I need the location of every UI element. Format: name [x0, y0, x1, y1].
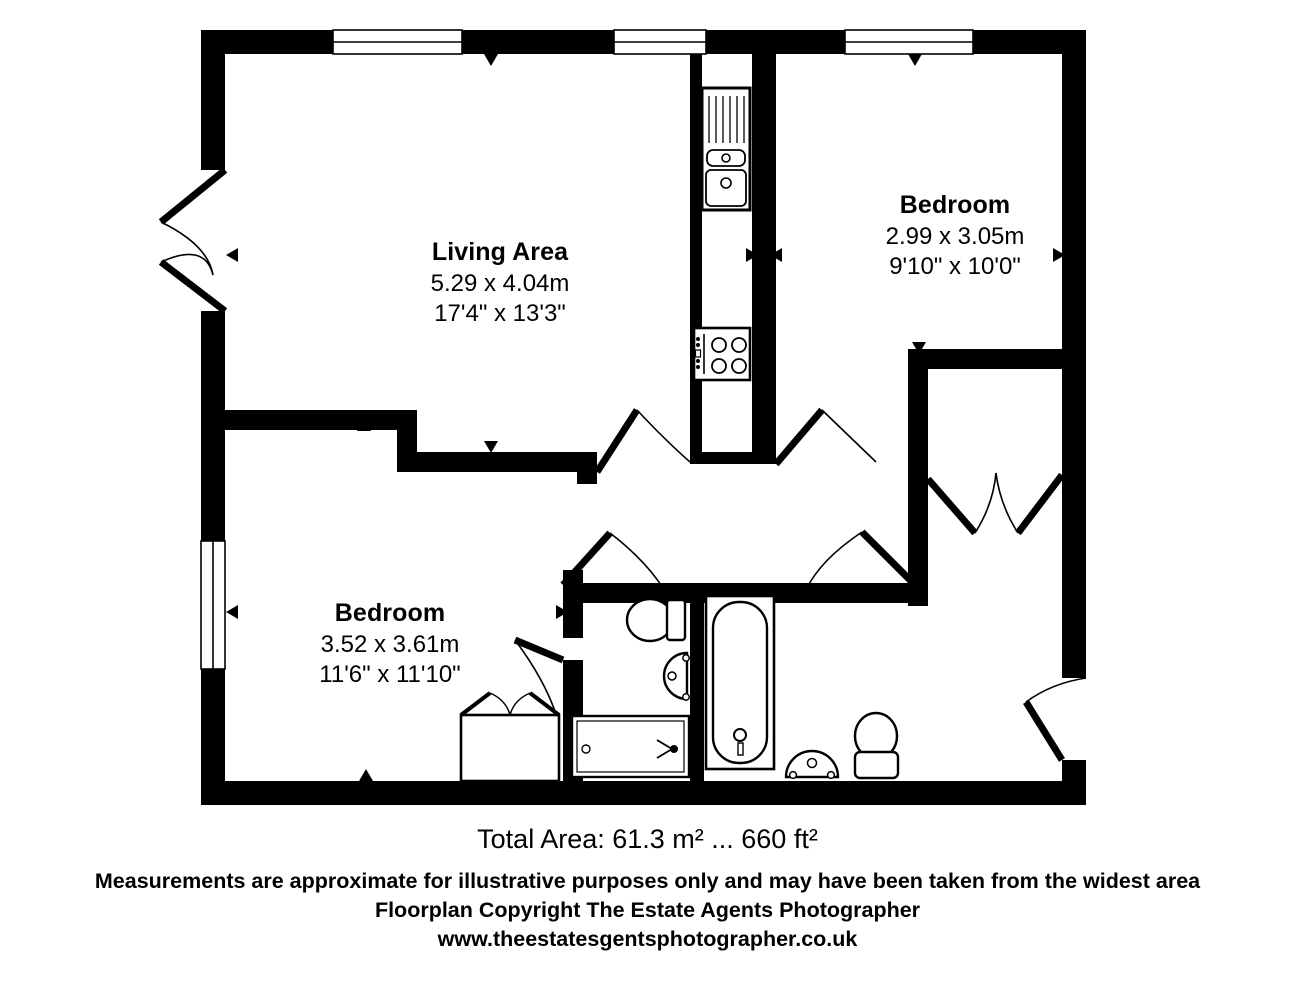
- basin-2: [784, 749, 840, 780]
- wall-left-upper: [201, 30, 225, 170]
- wall-kitchen-right: [752, 30, 776, 464]
- wall-bottom: [201, 781, 1086, 805]
- wall-bath-left-nub: [563, 583, 583, 638]
- room-dimensions-metric: 2.99 x 3.05m: [885, 222, 1025, 250]
- disclaimer-website: www.theestatesgentsphotographer.co.uk: [437, 927, 858, 951]
- room-dimensions-metric: 3.52 x 3.61m: [320, 630, 460, 658]
- wc-1: [625, 597, 687, 643]
- window-left-lower: [200, 540, 226, 670]
- shower-tray: [570, 714, 691, 779]
- cupboard-hall[interactable]: [925, 472, 1065, 536]
- wall-living-h2: [397, 452, 597, 472]
- wc-2: [853, 711, 900, 780]
- room-dimensions-metric: 5.29 x 4.04m: [430, 269, 570, 297]
- wall-bath-divider: [690, 594, 704, 781]
- door-bathroom[interactable]: [805, 529, 916, 591]
- direction-markers: [226, 54, 1065, 781]
- wall-kitchen-bottom: [690, 452, 776, 464]
- room-label-bedroom-top: Bedroom 2.99 x 3.05m 9'10" x 10'0": [755, 190, 1155, 282]
- door-living-area[interactable]: [594, 408, 691, 474]
- wardrobe-bedroom: [459, 691, 561, 783]
- disclaimer-copyright: Floorplan Copyright The Estate Agents Ph…: [374, 898, 921, 922]
- kitchen-hob: [692, 326, 752, 382]
- room-name: Living Area: [431, 238, 569, 266]
- room-name: Bedroom: [334, 599, 446, 627]
- room-dimensions-imperial: 9'10" x 10'0": [889, 252, 1021, 280]
- room-label-bedroom-bottom: Bedroom 3.52 x 3.61m 11'6" x 11'10": [190, 598, 590, 690]
- wall-hall-top: [908, 349, 1086, 369]
- room-dimensions-imperial: 17'4" x 13'3": [434, 299, 566, 327]
- window-top-right: [844, 29, 974, 55]
- window-top-mid: [613, 29, 707, 55]
- room-name: Bedroom: [899, 191, 1011, 219]
- total-area-text: Total Area: 61.3 m² ... 660 ft²: [477, 824, 818, 854]
- wall-living-step-v: [397, 410, 417, 465]
- wall-right-lower: [1062, 760, 1086, 805]
- wall-living-step-h: [225, 410, 417, 430]
- room-label-living-area: Living Area 5.29 x 4.04m 17'4" x 13'3": [300, 237, 700, 329]
- door-kitchen[interactable]: [773, 407, 877, 467]
- entrance-door[interactable]: [1023, 677, 1087, 762]
- door-bedroom-bottom[interactable]: [560, 530, 664, 589]
- french-doors-left[interactable]: [158, 167, 228, 314]
- wall-living-nub: [577, 452, 597, 484]
- wall-hall-left: [908, 349, 928, 606]
- disclaimer-line-1: Measurements are approximate for illustr…: [94, 869, 1201, 893]
- wall-top-b: [462, 30, 614, 54]
- room-dimensions-imperial: 11'6" x 11'10": [319, 660, 461, 688]
- wall-left-mid: [201, 311, 225, 541]
- bath-tub: [704, 594, 776, 771]
- basin-1: [662, 651, 690, 701]
- kitchen-sink: [700, 86, 752, 212]
- window-top-left: [332, 29, 463, 55]
